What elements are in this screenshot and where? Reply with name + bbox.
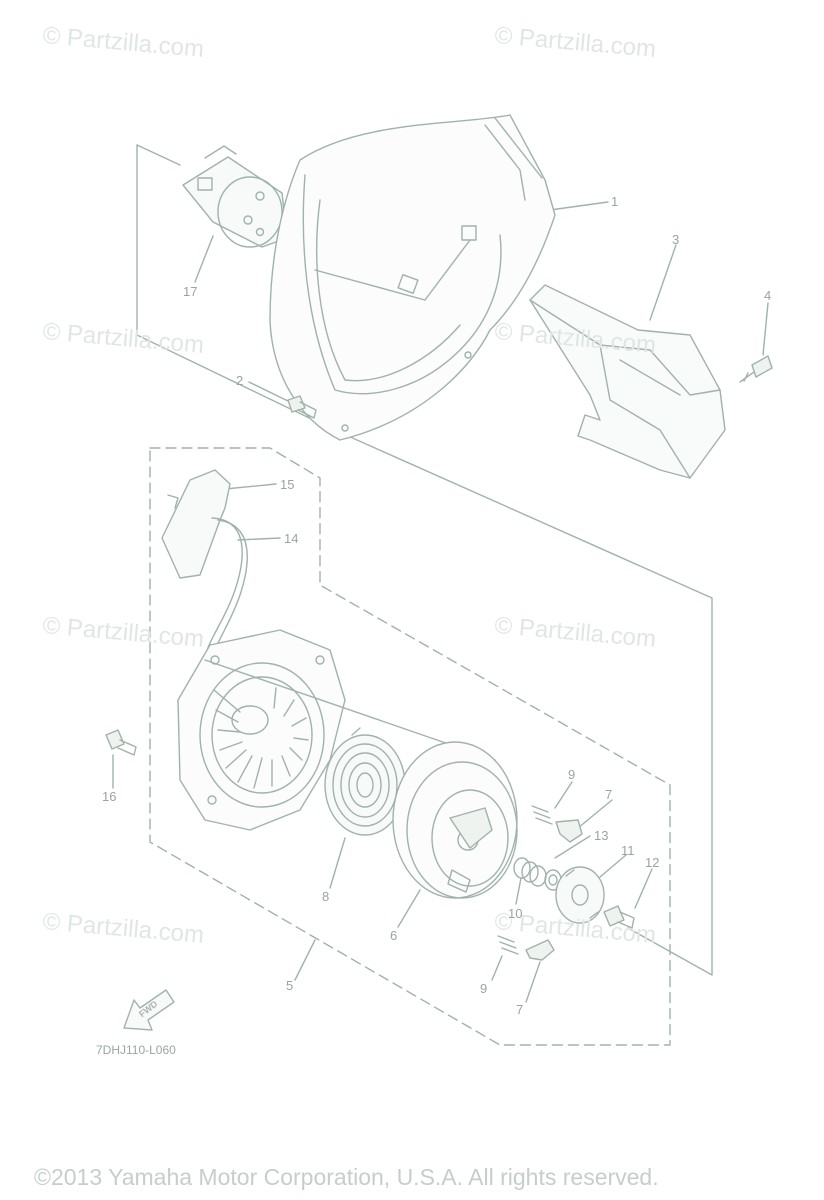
part-1-fan-housing — [269, 114, 556, 441]
callout-11: 11 — [621, 843, 635, 858]
callout-3: 3 — [672, 232, 680, 247]
callout-12: 12 — [645, 855, 660, 870]
part-17-filter-cup — [182, 145, 288, 248]
callout-2: 2 — [236, 373, 244, 388]
part-11-friction-plate — [555, 866, 605, 924]
callout-15: 15 — [280, 477, 295, 492]
callout-8: 8 — [322, 889, 330, 904]
callout-7-lower: 7 — [516, 1002, 524, 1017]
part-12-bolt — [603, 905, 635, 929]
callout-13: 13 — [594, 828, 609, 843]
part-9-spring-lower — [497, 935, 519, 955]
assembly-dashed-boundary — [149, 447, 671, 1046]
part-5-starter-case — [177, 629, 496, 831]
fwd-arrow-icon — [123, 989, 175, 1031]
part-16-bolt — [105, 729, 137, 756]
callout-10: 10 — [508, 906, 523, 921]
callout-1: 1 — [611, 194, 619, 209]
callout-14: 14 — [284, 531, 299, 546]
diagram-code: 7DHJ110-L060 — [96, 1043, 176, 1057]
copyright-notice: ©2013 Yamaha Motor Corporation, U.S.A. A… — [34, 1164, 659, 1190]
part-2-bolt — [287, 395, 317, 419]
callout-6: 6 — [390, 928, 398, 943]
callout-9-upper: 9 — [568, 767, 576, 782]
callout-4: 4 — [764, 288, 772, 303]
callout-5: 5 — [286, 978, 294, 993]
part-10-spring — [513, 857, 547, 887]
part-4-screw — [739, 355, 773, 383]
part-7-pawl-lower — [525, 939, 555, 961]
part-9-spring-upper — [531, 805, 553, 825]
part-3-air-guide — [529, 284, 726, 479]
callout-7-upper: 7 — [605, 787, 613, 802]
part-6-drum-sheave — [392, 741, 518, 899]
callout-16: 16 — [102, 789, 117, 804]
part-8-recoil-spring — [324, 727, 406, 836]
callout-17: 17 — [183, 284, 198, 299]
callout-9-lower: 9 — [480, 981, 488, 996]
part-7-pawl-upper — [555, 819, 583, 843]
